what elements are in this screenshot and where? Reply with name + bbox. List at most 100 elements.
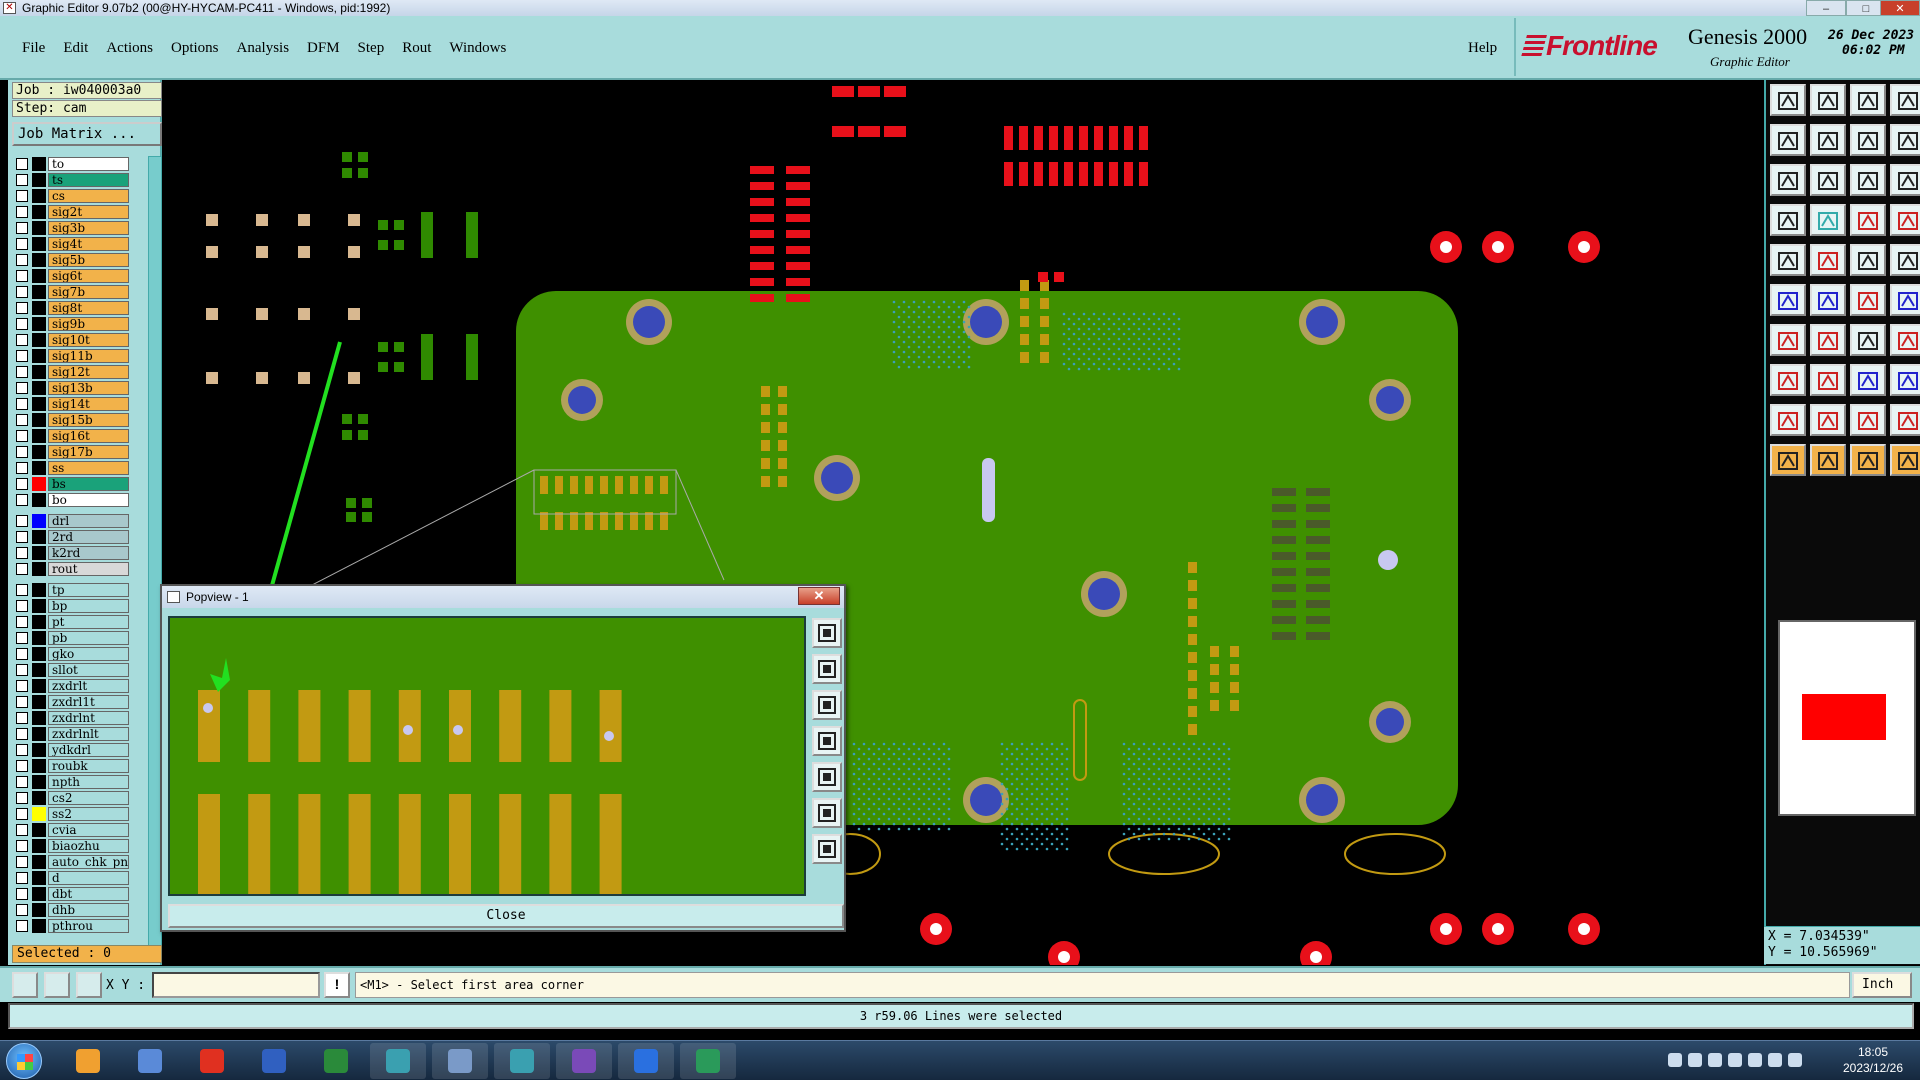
layer-row-pt[interactable]: pt (12, 614, 142, 629)
tray-network-icon[interactable] (1748, 1053, 1762, 1067)
layer-checkbox[interactable] (16, 919, 28, 932)
triangle-a3-icon[interactable] (1890, 404, 1920, 436)
layer-name[interactable]: zxdrlt (48, 678, 129, 693)
select-ring-icon[interactable] (1850, 444, 1886, 476)
units-selector[interactable]: Inch (1852, 972, 1912, 998)
save-disk-icon[interactable] (246, 1043, 302, 1079)
layer-checkbox[interactable] (16, 253, 28, 266)
layer-name[interactable]: gko (48, 646, 129, 661)
layer-checkbox[interactable] (16, 461, 28, 474)
pv-right-icon[interactable] (812, 762, 842, 792)
layer-row-2rd[interactable]: 2rd (12, 529, 142, 544)
layer-color-swatch[interactable] (32, 902, 46, 917)
layer-checkbox[interactable] (16, 157, 28, 170)
layer-checkbox[interactable] (16, 173, 28, 186)
layer-color-swatch[interactable] (32, 838, 46, 853)
angle-icon[interactable] (1810, 244, 1846, 276)
layer-name[interactable]: dhb (48, 902, 129, 917)
layer-name[interactable]: ydkdrl (48, 742, 129, 757)
layer-checkbox[interactable] (16, 743, 28, 756)
layer-color-swatch[interactable] (32, 598, 46, 613)
layer-row-sig13b[interactable]: sig13b (12, 380, 142, 395)
layer-row-sig7b[interactable]: sig7b (12, 284, 142, 299)
layer-color-swatch[interactable] (32, 529, 46, 544)
pulse-app-icon[interactable] (680, 1043, 736, 1079)
layer-row-sig15b[interactable]: sig15b (12, 412, 142, 427)
layer-row-drl[interactable]: drl (12, 513, 142, 528)
layer-row-sig3b[interactable]: sig3b (12, 220, 142, 235)
layer-row-to[interactable]: to (12, 156, 142, 171)
layer-row-bs[interactable]: bs (12, 476, 142, 491)
layer-checkbox[interactable] (16, 445, 28, 458)
frame-icon[interactable] (1890, 124, 1920, 156)
layer-name[interactable]: k2rd (48, 545, 129, 560)
layer-checkbox[interactable] (16, 887, 28, 900)
eye-cam2-icon[interactable] (494, 1043, 550, 1079)
layer-row-npth[interactable]: npth (12, 774, 142, 789)
tray-display-icon[interactable] (1788, 1053, 1802, 1067)
route-icon[interactable] (1850, 204, 1886, 236)
layer-name[interactable]: sig8t (48, 300, 129, 315)
layer-name[interactable]: sig4t (48, 236, 129, 251)
layer-row-sig16t[interactable]: sig16t (12, 428, 142, 443)
snap-mode-icon[interactable] (12, 972, 38, 998)
pv-fit-icon[interactable] (812, 798, 842, 828)
layer-checkbox[interactable] (16, 791, 28, 804)
layer-row-bp[interactable]: bp (12, 598, 142, 613)
overview-map[interactable] (1778, 620, 1916, 816)
layer-color-swatch[interactable] (32, 561, 46, 576)
layer-name[interactable]: tp (48, 582, 129, 597)
layer-row-bo[interactable]: bo (12, 492, 142, 507)
layer-name[interactable]: zxdrlnt (48, 710, 129, 725)
layer-name[interactable]: d (48, 870, 129, 885)
taskbar-clock[interactable]: 18:05 2023/12/26 (1830, 1044, 1916, 1076)
prev-icon[interactable] (1770, 124, 1806, 156)
layer-name[interactable]: cs (48, 188, 129, 203)
layer-color-swatch[interactable] (32, 172, 46, 187)
layer-row-sig14t[interactable]: sig14t (12, 396, 142, 411)
layer-checkbox[interactable] (16, 807, 28, 820)
connect-icon[interactable] (1850, 284, 1886, 316)
layer-name[interactable]: pb (48, 630, 129, 645)
menu-analysis[interactable]: Analysis (236, 40, 290, 56)
menu-help[interactable]: Help (1468, 40, 1498, 56)
layer-row-sig6t[interactable]: sig6t (12, 268, 142, 283)
layer-name[interactable]: auto_chk_pn (48, 854, 129, 869)
layer-row-sig10t[interactable]: sig10t (12, 332, 142, 347)
layer-name[interactable]: ss (48, 460, 129, 475)
layer-name[interactable]: roubk (48, 758, 129, 773)
layer-name[interactable]: drl (48, 513, 129, 528)
measure-icon[interactable] (1770, 244, 1806, 276)
layer-row-biaozhu[interactable]: biaozhu (12, 838, 142, 853)
layer-name[interactable]: rout (48, 561, 129, 576)
shell-icon[interactable] (60, 1043, 116, 1079)
layer-checkbox[interactable] (16, 647, 28, 660)
popview-titlebar[interactable]: Popview - 1 ✕ (162, 586, 844, 608)
layer-color-swatch[interactable] (32, 582, 46, 597)
cluster-icon[interactable] (1890, 364, 1920, 396)
layer-checkbox[interactable] (16, 237, 28, 250)
layer-name[interactable]: sig7b (48, 284, 129, 299)
pad-add-icon[interactable] (1770, 364, 1806, 396)
select-arrow-icon[interactable] (1770, 444, 1806, 476)
pv-left-icon[interactable] (812, 726, 842, 756)
help-query-icon[interactable] (1890, 164, 1920, 196)
menu-step[interactable]: Step (357, 40, 385, 56)
arrow-app-icon[interactable] (618, 1043, 674, 1079)
layer-row-auto_chk_pn[interactable]: auto_chk_pn (12, 854, 142, 869)
layer-row-cvia[interactable]: cvia (12, 822, 142, 837)
layer-name[interactable]: cvia (48, 822, 129, 837)
layer-name[interactable]: cs2 (48, 790, 129, 805)
layer-color-swatch[interactable] (32, 774, 46, 789)
grid-icon[interactable] (1810, 204, 1846, 236)
layer-checkbox[interactable] (16, 413, 28, 426)
layer-checkbox[interactable] (16, 631, 28, 644)
notepad-icon[interactable] (122, 1043, 178, 1079)
layer-row-dbt[interactable]: dbt (12, 886, 142, 901)
triangle-a2-icon[interactable] (1850, 404, 1886, 436)
layer-name[interactable]: sig15b (48, 412, 129, 427)
layer-name[interactable]: bo (48, 492, 129, 507)
layer-name[interactable]: pthrou (48, 918, 129, 933)
layer-row-zxdrlt[interactable]: zxdrlt (12, 678, 142, 693)
layer-name[interactable]: dbt (48, 886, 129, 901)
